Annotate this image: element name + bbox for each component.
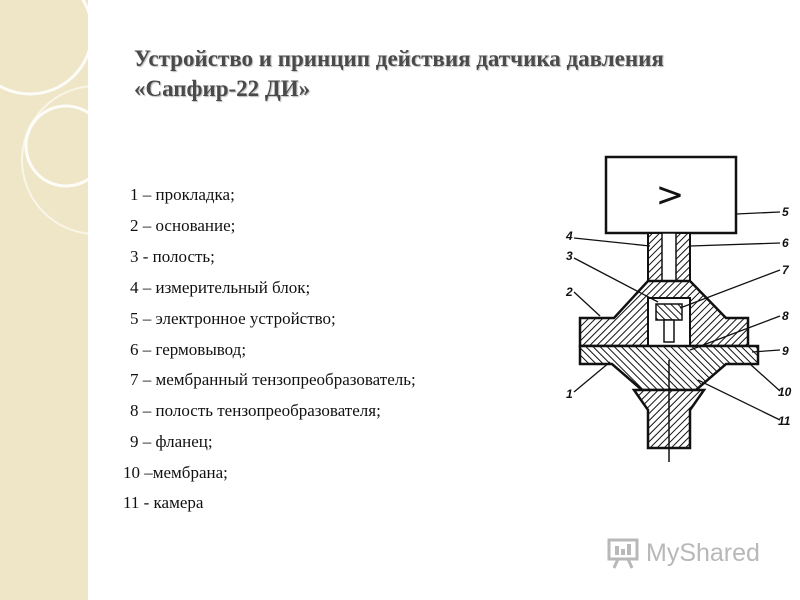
legend-item: 6 – гермовывод; xyxy=(130,340,247,359)
legend-item: 9 – фланец; xyxy=(130,432,213,451)
legend-item: 5 – электронное устройство; xyxy=(130,309,336,328)
callout-3: 3 xyxy=(566,249,573,263)
legend-item: 8 – полость тензопреобразователя; xyxy=(130,401,381,420)
callout-10: 10 xyxy=(778,385,792,399)
legend-item: 1 – прокладка; xyxy=(130,185,235,204)
legend-list: 1 – прокладка; 2 – основание; 3 - полост… xyxy=(123,185,416,512)
slide-title: Устройство и принцип действия датчика да… xyxy=(134,44,774,104)
legend-item: 3 - полость; xyxy=(130,247,215,266)
electronic-unit-box xyxy=(604,155,738,235)
measuring-block xyxy=(655,303,683,321)
legend-item: 4 – измерительный блок; xyxy=(130,278,311,297)
callout-4: 4 xyxy=(565,229,573,243)
hermetic-output-channel xyxy=(661,232,677,286)
strain-gauge xyxy=(663,319,675,343)
callout-11: 11 xyxy=(778,414,791,428)
legend-item: 7 – мембранный тензопреобразователь; xyxy=(130,370,416,389)
legend-item: 2 – основание; xyxy=(130,216,236,235)
callout-8: 8 xyxy=(782,309,789,323)
electronic-unit-symbol: > xyxy=(656,175,685,215)
decorative-side-strip xyxy=(0,0,88,600)
callout-5: 5 xyxy=(782,205,789,219)
presentation-board-icon xyxy=(607,538,639,569)
logo-text: MyShared xyxy=(646,538,760,567)
callout-7: 7 xyxy=(782,263,790,277)
slide-title-line1: Устройство и принцип действия датчика да… xyxy=(134,46,664,71)
callout-lines xyxy=(573,211,781,421)
myshared-logo: MyShared xyxy=(606,536,760,570)
pressure-sensor-diagram: > 4 3 2 1 5 6 7 8 9 10 11 xyxy=(565,155,792,462)
legend-item: 11 - камера xyxy=(123,493,204,512)
callout-6: 6 xyxy=(782,236,789,250)
callout-2: 2 xyxy=(565,285,573,299)
callout-9: 9 xyxy=(782,344,789,358)
decorative-circles xyxy=(0,0,88,235)
slide-title-line2: «Сапфир-22 ДИ» xyxy=(134,76,311,101)
callout-1: 1 xyxy=(566,387,573,401)
legend-item: 10 –мембрана; xyxy=(123,463,228,482)
